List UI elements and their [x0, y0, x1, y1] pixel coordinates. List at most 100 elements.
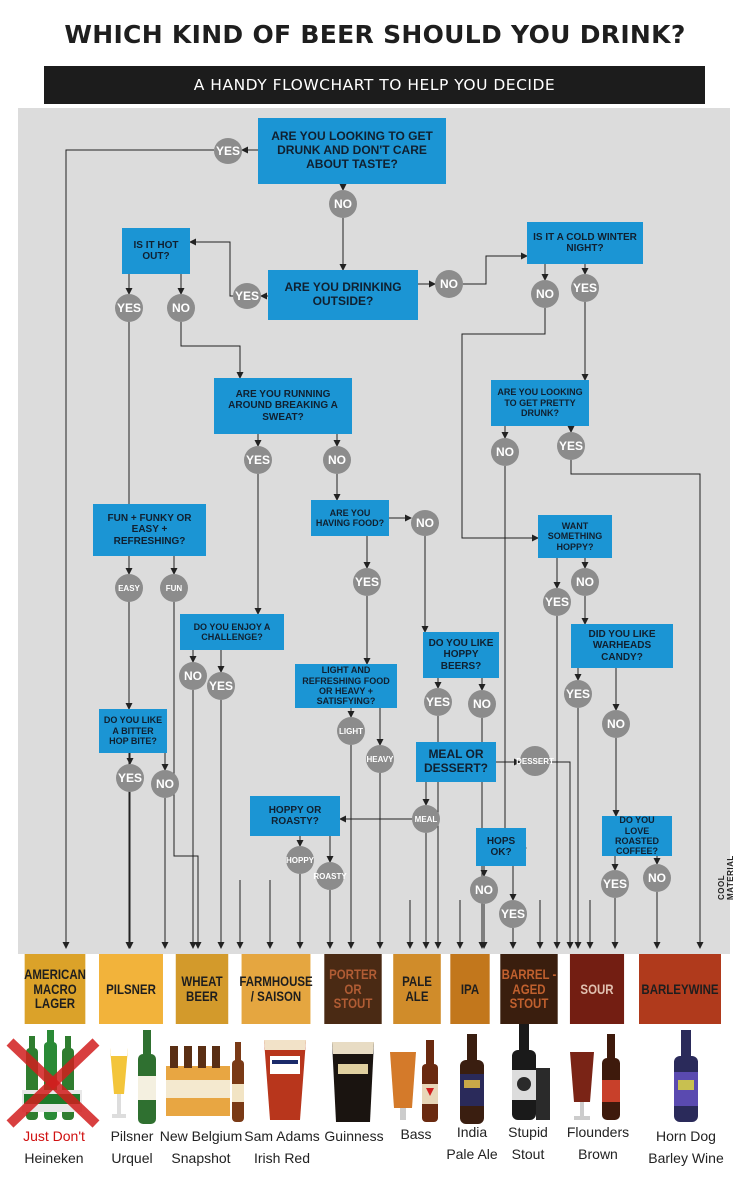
beer-label-bass: Bass	[400, 1126, 432, 1142]
answer-coffee-yes: YES	[601, 870, 629, 898]
beer-label-guinness: Guinness	[324, 1128, 384, 1144]
answer-food-no: NO	[411, 510, 439, 536]
connector-line	[189, 238, 233, 297]
page-title: WHICH KIND OF BEER SHOULD YOU DRINK?	[64, 20, 686, 49]
category-sour: SOUR	[569, 954, 625, 1024]
answer-dessert: DESSERT	[516, 746, 554, 776]
answer-coffee-no: NO	[643, 864, 671, 892]
answer-hot-no: NO	[167, 294, 195, 322]
sam-adams-irish-red-image	[264, 1040, 306, 1120]
category-american-macro-lager: AMERICAN MACRO LAGER	[24, 954, 86, 1024]
question-cold-winter-night: IS IT A COLD WINTER NIGHT?	[527, 222, 643, 264]
connector-line	[550, 761, 574, 949]
question-want-hoppy: WANT SOMETHING HOPPY?	[538, 515, 612, 558]
answer-light: LIGHT	[337, 717, 365, 745]
connector-line	[463, 252, 528, 285]
credit-cool-material: COOL MATERIAL	[717, 855, 735, 900]
category-barleywine: BARLEYWINE	[639, 954, 721, 1024]
connector-line	[62, 149, 214, 949]
answer-drunk-yes: YES	[214, 138, 242, 164]
answer-hoppy-beers-yes: YES	[424, 688, 452, 716]
category-farmhouse-saison: FARMHOUSE / SAISON	[239, 954, 313, 1024]
new-belgium-snapshot-image	[166, 1042, 244, 1122]
beer-label-pilsner: Pilsner	[110, 1128, 154, 1144]
answer-heavy: HEAVY	[366, 745, 394, 773]
beer-label-india: India	[456, 1124, 488, 1140]
beer-label-stupid: Stupid	[508, 1124, 548, 1140]
answer-hoppy: HOPPY	[286, 846, 314, 874]
answer-sweat-no: NO	[323, 446, 351, 474]
connector-line	[504, 466, 527, 852]
answer-warheads-yes: YES	[564, 680, 592, 708]
answer-cold-no: NO	[531, 280, 559, 308]
guinness-image	[332, 1042, 374, 1122]
question-hoppy-beers: DO YOU LIKE HOPPY BEERS?	[423, 632, 499, 678]
answer-hoppy-yes: YES	[543, 588, 571, 616]
question-drunk: ARE YOU LOOKING TO GET DRUNK AND DON'T C…	[258, 118, 446, 184]
horn-dog-barley-wine-image	[674, 1030, 698, 1122]
question-fun-or-easy: FUN + FUNKY OR EASY + REFRESHING?	[93, 504, 206, 556]
question-enjoy-challenge: DO YOU ENJOY A CHALLENGE?	[180, 614, 284, 650]
question-light-or-heavy: LIGHT AND REFRESHING FOOD OR HEAVY + SAT…	[295, 664, 397, 708]
beer-label-new-belgium: New Belgium	[159, 1128, 243, 1144]
answer-hoppy-no: NO	[571, 568, 599, 596]
connector-line	[173, 602, 202, 949]
beer-label-sam-adams: Sam Adams	[244, 1128, 320, 1144]
beer-label-just-dont: Just Don't	[23, 1128, 85, 1144]
answer-challenge-no: NO	[179, 662, 207, 690]
india-pale-ale-image	[460, 1034, 484, 1124]
answer-drunk-no: NO	[329, 190, 357, 218]
question-meal-or-dessert: MEAL OR DESSERT?	[416, 742, 496, 782]
question-pretty-drunk: ARE YOU LOOKING TO GET PRETTY DRUNK?	[491, 380, 589, 426]
answer-cold-yes: YES	[571, 274, 599, 302]
connector-line	[570, 460, 704, 949]
answer-bitter-yes: YES	[116, 764, 144, 792]
beer-label-heineken: Heineken	[24, 1150, 84, 1166]
question-bitter-hop-bite: DO YOU LIKE A BITTER HOP BITE?	[99, 709, 167, 753]
question-warheads-candy: DID YOU LIKE WARHEADS CANDY?	[571, 624, 673, 668]
category-ipa: IPA	[450, 954, 490, 1024]
answer-pretty-drunk-no: NO	[491, 438, 519, 466]
answer-pretty-drunk-yes: YES	[557, 432, 585, 460]
answer-challenge-yes: YES	[207, 672, 235, 700]
beer-label-horn-dog: Horn Dog	[656, 1128, 716, 1144]
beer-label-brown: Brown	[578, 1146, 618, 1162]
stupid-stout-image	[512, 1024, 550, 1120]
answer-food-yes: YES	[353, 568, 381, 596]
answer-fun: FUN	[160, 574, 188, 602]
question-having-food: ARE YOU HAVING FOOD?	[311, 500, 389, 536]
beer-label-urquel: Urquel	[111, 1150, 153, 1166]
pilsner-urquel-image	[110, 1030, 156, 1124]
question-hoppy-or-roasty: HOPPY OR ROASTY?	[250, 796, 340, 836]
connector-line	[421, 522, 439, 633]
beer-label-snapshot: Snapshot	[171, 1150, 231, 1166]
question-hops-ok: HOPS OK?	[476, 828, 526, 866]
beer-label-flounders: Flounders	[566, 1124, 630, 1140]
answer-hops-ok-yes: YES	[499, 900, 527, 928]
answer-hoppy-beers-no: NO	[468, 690, 496, 718]
heineken-bottles-image	[6, 1030, 100, 1128]
question-breaking-a-sweat: ARE YOU RUNNING AROUND BREAKING A SWEAT?	[214, 378, 352, 434]
connector-line	[180, 322, 244, 379]
answer-easy: EASY	[115, 574, 143, 602]
page-subtitle: A HANDY FLOWCHART TO HELP YOU DECIDE	[44, 66, 705, 104]
connector-line	[461, 308, 546, 542]
category-barrel-aged-stout: BARREL - AGED STOUT	[500, 954, 558, 1024]
answer-hops-ok-no: NO	[470, 876, 498, 904]
beer-label-stout: Stout	[511, 1146, 545, 1162]
answer-warheads-no: NO	[602, 710, 630, 738]
answer-meal: MEAL	[412, 805, 440, 833]
category-porter-or-stout: PORTER OR STOUT	[324, 954, 382, 1024]
category-pale-ale: PALE ALE	[393, 954, 441, 1024]
question-drinking-outside: ARE YOU DRINKING OUTSIDE?	[268, 270, 418, 320]
answer-sweat-yes: YES	[244, 446, 272, 474]
flounders-brown-image	[570, 1034, 620, 1120]
beer-label-barley-wine: Barley Wine	[648, 1150, 724, 1166]
beer-label-pale-ale: Pale Ale	[446, 1146, 498, 1162]
answer-outside-yes: YES	[233, 283, 261, 309]
bass-image	[390, 1040, 438, 1122]
answer-bitter-no: NO	[151, 770, 179, 798]
question-roasted-coffee: DO YOU LOVE ROASTED COFFEE?	[602, 815, 672, 856]
